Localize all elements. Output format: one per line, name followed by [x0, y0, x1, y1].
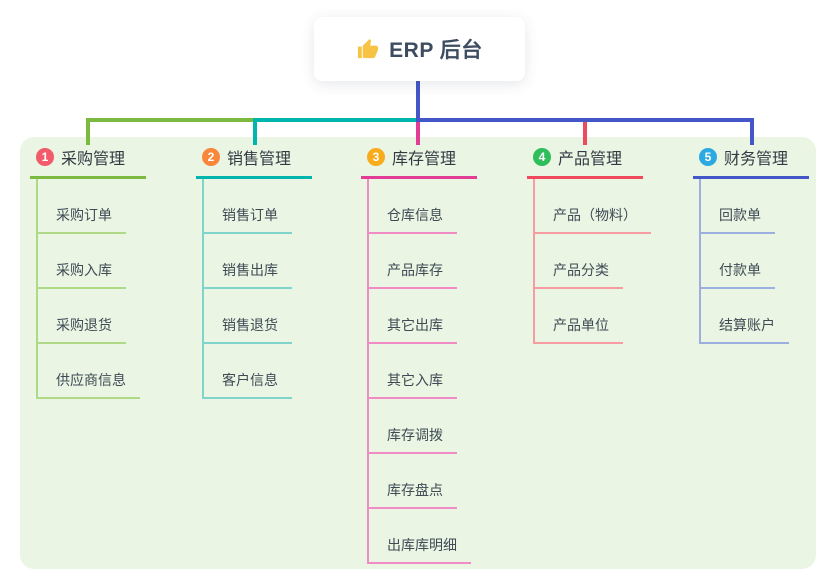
branch-number-badge: 3	[367, 148, 385, 166]
branch-number-badge: 4	[533, 148, 551, 166]
item-row: 供应商信息	[38, 344, 146, 399]
branch-node[interactable]: 1 采购管理	[30, 145, 146, 179]
item-node[interactable]: 产品库存	[369, 260, 457, 289]
item-node[interactable]: 供应商信息	[38, 370, 140, 399]
item-node[interactable]: 仓库信息	[369, 205, 457, 234]
branch-item-list: 采购订单采购入库采购退货供应商信息	[36, 179, 146, 399]
item-row: 出库库明细	[369, 509, 477, 564]
branch-title: 销售管理	[227, 151, 292, 168]
item-node[interactable]: 产品单位	[535, 315, 623, 344]
item-row: 库存调拨	[369, 399, 477, 454]
item-row: 采购退货	[38, 289, 146, 344]
item-node[interactable]: 付款单	[701, 260, 775, 289]
connector-trunk	[416, 81, 420, 122]
branch-4: 4 产品管理产品（物料） 产品分类产品单位	[527, 145, 651, 344]
branch-title: 产品管理	[558, 151, 623, 168]
item-node[interactable]: 产品（物料）	[535, 205, 651, 234]
branches-panel	[20, 137, 816, 569]
connector-bus-branch2	[253, 118, 420, 122]
branch-number-badge: 2	[202, 148, 220, 166]
item-row: 其它出库	[369, 289, 477, 344]
item-node[interactable]: 采购退货	[38, 315, 126, 344]
item-node[interactable]: 产品分类	[535, 260, 623, 289]
item-node[interactable]: 库存盘点	[369, 480, 457, 509]
branch-item-list: 产品（物料） 产品分类产品单位	[533, 179, 651, 344]
connector-drop-branch5	[750, 118, 754, 145]
item-row: 采购订单	[38, 179, 146, 234]
connector-bus-branch5	[416, 118, 754, 122]
item-row: 客户信息	[204, 344, 312, 399]
item-row: 回款单	[701, 179, 809, 234]
branch-number-badge: 1	[36, 148, 54, 166]
item-node[interactable]: 结算账户	[701, 315, 789, 344]
item-row: 销售出库	[204, 234, 312, 289]
branch-title: 财务管理	[724, 151, 789, 168]
branch-item-list: 回款单付款单结算账户	[699, 179, 809, 344]
item-row: 产品库存	[369, 234, 477, 289]
branch-3: 3 库存管理仓库信息产品库存其它出库其它入库库存调拨库存盘点出库库明细	[361, 145, 477, 564]
item-row: 结算账户	[701, 289, 809, 344]
connector-drop-branch1	[86, 118, 90, 145]
branch-item-list: 仓库信息产品库存其它出库其它入库库存调拨库存盘点出库库明细	[367, 179, 477, 564]
item-node[interactable]: 回款单	[701, 205, 775, 234]
item-row: 产品单位	[535, 289, 651, 344]
item-node[interactable]: 销售订单	[204, 205, 292, 234]
item-node[interactable]: 采购入库	[38, 260, 126, 289]
branch-number-badge: 5	[699, 148, 717, 166]
item-node[interactable]: 销售退货	[204, 315, 292, 344]
branch-node[interactable]: 2 销售管理	[196, 145, 312, 179]
item-node[interactable]: 出库库明细	[369, 535, 471, 564]
branch-node[interactable]: 5 财务管理	[693, 145, 809, 179]
item-row: 产品分类	[535, 234, 651, 289]
item-node[interactable]: 库存调拨	[369, 425, 457, 454]
item-row: 付款单	[701, 234, 809, 289]
connector-drop-branch4	[583, 122, 587, 145]
item-row: 销售订单	[204, 179, 312, 234]
branch-node[interactable]: 4 产品管理	[527, 145, 643, 179]
branch-item-list: 销售订单销售出库销售退货客户信息	[202, 179, 312, 399]
item-row: 产品（物料）	[535, 179, 651, 234]
item-node[interactable]: 其它入库	[369, 370, 457, 399]
branch-title: 采购管理	[61, 151, 126, 168]
root-title: ERP 后台	[389, 39, 483, 62]
item-node[interactable]: 销售出库	[204, 260, 292, 289]
item-node[interactable]: 其它出库	[369, 315, 457, 344]
branch-2: 2 销售管理销售订单销售出库销售退货客户信息	[196, 145, 312, 399]
item-node[interactable]: 采购订单	[38, 205, 126, 234]
item-row: 采购入库	[38, 234, 146, 289]
item-row: 其它入库	[369, 344, 477, 399]
connector-bus-branch1	[86, 118, 257, 122]
connector-drop-branch3	[416, 122, 420, 145]
root-node[interactable]: ERP 后台	[314, 17, 525, 81]
branch-5: 5 财务管理回款单付款单结算账户	[693, 145, 809, 344]
item-row: 仓库信息	[369, 179, 477, 234]
branch-title: 库存管理	[392, 151, 457, 168]
branch-node[interactable]: 3 库存管理	[361, 145, 477, 179]
branch-1: 1 采购管理采购订单采购入库采购退货供应商信息	[30, 145, 146, 399]
thumbs-up-icon	[358, 38, 379, 58]
item-node[interactable]: 客户信息	[204, 370, 292, 399]
item-row: 销售退货	[204, 289, 312, 344]
item-row: 库存盘点	[369, 454, 477, 509]
connector-drop-branch2	[253, 118, 257, 145]
